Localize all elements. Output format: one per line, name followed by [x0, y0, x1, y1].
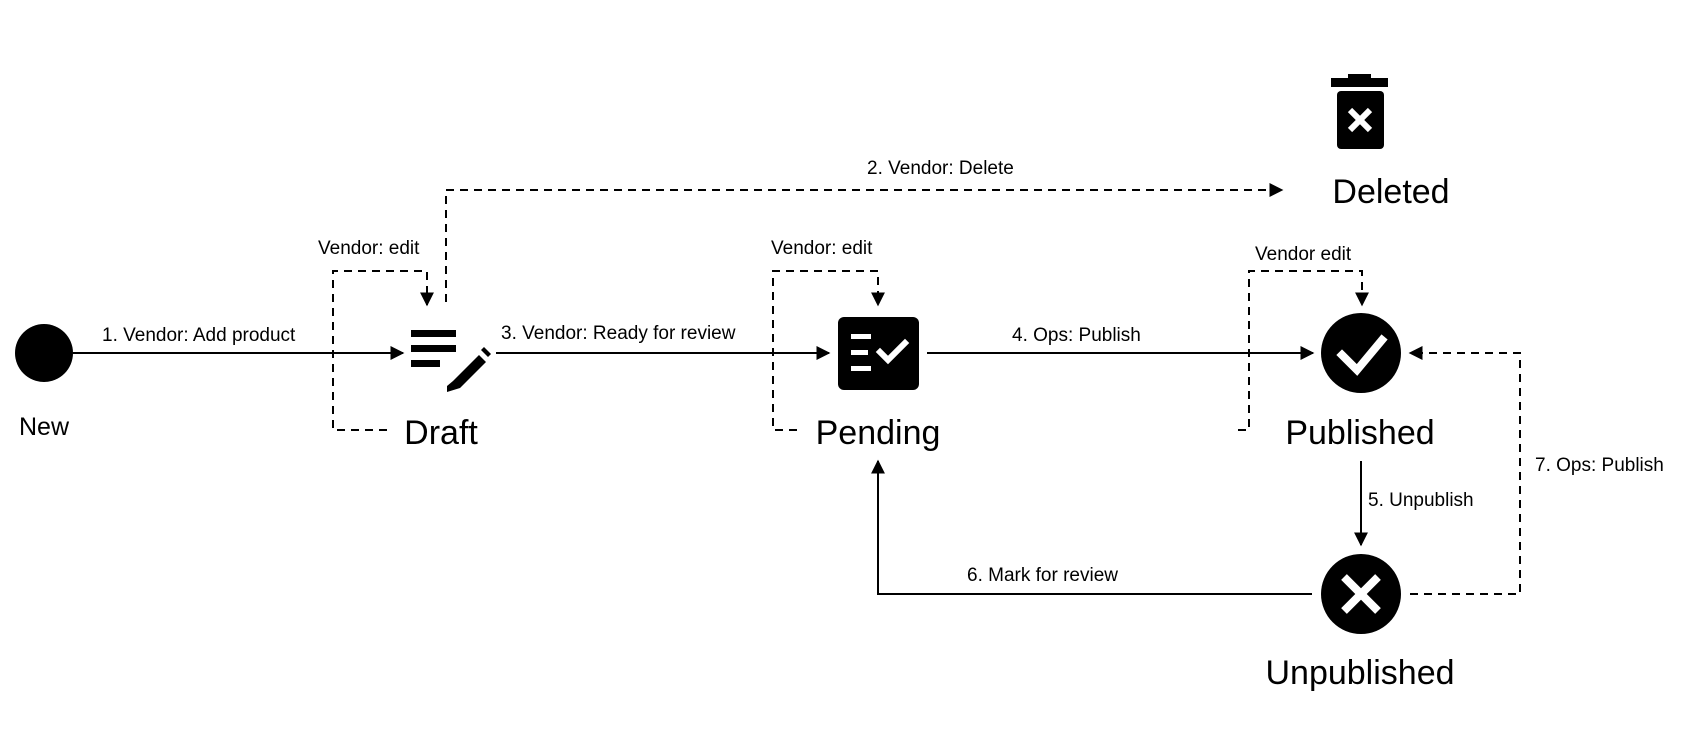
- state-label-new: New: [19, 413, 70, 441]
- state-label-unpublished: Unpublished: [1265, 654, 1454, 692]
- edge-draft-edit-loop: [332, 270, 434, 431]
- state-label-draft: Draft: [404, 414, 478, 452]
- checklist-icon: [838, 317, 919, 390]
- trash-icon: [1331, 74, 1388, 149]
- edge-label-delete: 2. Vendor: Delete: [867, 158, 1014, 179]
- start-circle-icon: [15, 324, 73, 382]
- edge-label-publish: 4. Ops: Publish: [1012, 325, 1141, 346]
- edge-label-published-edit: Vendor edit: [1255, 244, 1352, 265]
- edge-published-edit-loop: [1238, 270, 1369, 431]
- edge-label-unpublish: 5. Unpublish: [1368, 490, 1474, 511]
- edge-mark-for-review: [871, 459, 1312, 595]
- edge-label-republish: 7. Ops: Publish: [1535, 455, 1664, 476]
- state-label-deleted: Deleted: [1332, 173, 1449, 211]
- edge-label-add-product: 1. Vendor: Add product: [102, 325, 296, 346]
- edge-pending-edit-loop: [772, 270, 885, 431]
- state-label-pending: Pending: [816, 414, 941, 452]
- edge-label-draft-edit: Vendor: edit: [318, 238, 420, 259]
- edge-label-ready-for-review: 3. Vendor: Ready for review: [501, 323, 736, 344]
- edge-delete: [445, 183, 1284, 302]
- edge-label-mark-for-review: 6. Mark for review: [967, 565, 1118, 586]
- edit-note-icon: [411, 330, 491, 392]
- edge-republish: [1408, 346, 1521, 595]
- edge-label-pending-edit: Vendor: edit: [771, 238, 873, 259]
- check-circle-icon: [1321, 313, 1401, 393]
- state-label-published: Published: [1285, 414, 1434, 452]
- cancel-circle-icon: [1321, 554, 1401, 634]
